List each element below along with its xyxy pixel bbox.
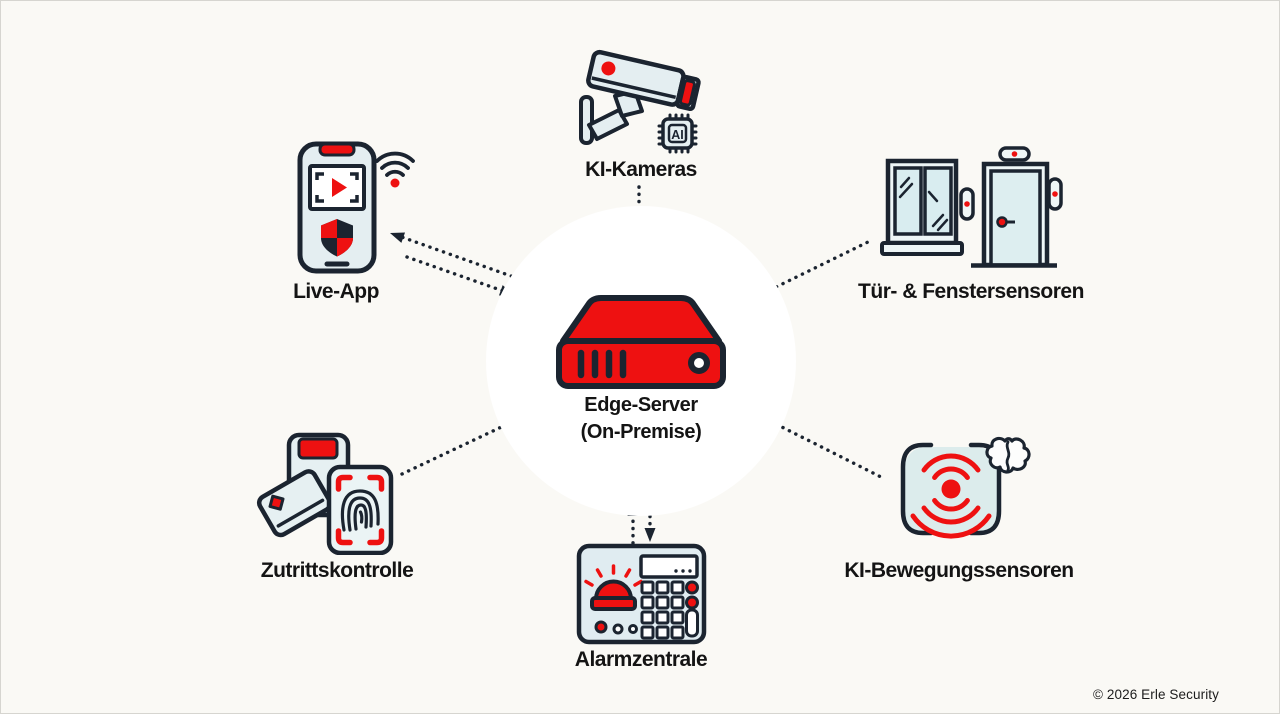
arrowhead-alarm-down <box>644 528 656 542</box>
brain-icon <box>985 436 1031 474</box>
alarm-red-button <box>685 595 699 610</box>
siren-icon <box>584 564 643 611</box>
access-control-icon <box>256 432 394 555</box>
hub-title-line2: (On-Premise) <box>580 421 702 443</box>
copyright-text: © 2026 Erle Security <box>1092 687 1219 702</box>
video-frame-brackets <box>315 172 359 203</box>
camera-indicator <box>601 61 616 76</box>
label-ki-kameras: KI-Kameras <box>585 158 697 181</box>
alarm-red-button <box>685 580 699 595</box>
alarm-panel-icon <box>576 543 707 645</box>
play-icon <box>332 178 347 197</box>
motion-sensor-dot <box>941 479 961 499</box>
camera-arm <box>587 108 629 141</box>
alarm-status-led <box>594 620 608 634</box>
label-zutrittskontrolle: Zutrittskontrolle <box>260 559 414 582</box>
fingerprint-icon <box>340 489 380 532</box>
ai-chip-icon: AI <box>657 113 698 154</box>
scan-frame <box>335 474 385 546</box>
label-tuer-fenstersensoren: Tür- & Fenstersensoren <box>858 280 1084 303</box>
server-icon <box>556 295 726 389</box>
smartphone-wifi-icon <box>297 141 415 274</box>
camera-lens <box>678 79 696 107</box>
camera-body <box>586 49 701 112</box>
label-ki-bewegungssensoren: KI-Bewegungssensoren <box>844 559 1074 582</box>
window-door-sensor-icon <box>880 146 1063 268</box>
motion-waves <box>910 453 992 539</box>
hub-label: Edge-Server (On-Premise) <box>486 392 796 446</box>
label-live-app: Live-App <box>293 280 379 303</box>
door-handle <box>996 216 1008 228</box>
keycard <box>256 469 333 538</box>
window-sill <box>880 241 964 256</box>
alarm-display <box>639 554 699 579</box>
phone-notch <box>318 142 356 157</box>
alarm-side-button <box>685 608 699 638</box>
camera-wall-plate <box>579 95 594 145</box>
hub-title-line1: Edge-Server <box>584 394 698 416</box>
wifi-icon <box>375 151 415 188</box>
ai-chip-text: AI <box>671 128 684 142</box>
edge-server-hub: Edge-Server (On-Premise) <box>486 206 796 516</box>
alarm-keypad <box>640 580 685 640</box>
label-alarmzentrale: Alarmzentrale <box>574 648 708 671</box>
window-glass-reflections <box>898 176 949 232</box>
server-vents <box>577 349 627 379</box>
server-led <box>688 352 710 374</box>
cctv-camera-ai-chip-icon: AI <box>579 49 701 154</box>
motion-sensor-brain-icon <box>900 436 1031 539</box>
